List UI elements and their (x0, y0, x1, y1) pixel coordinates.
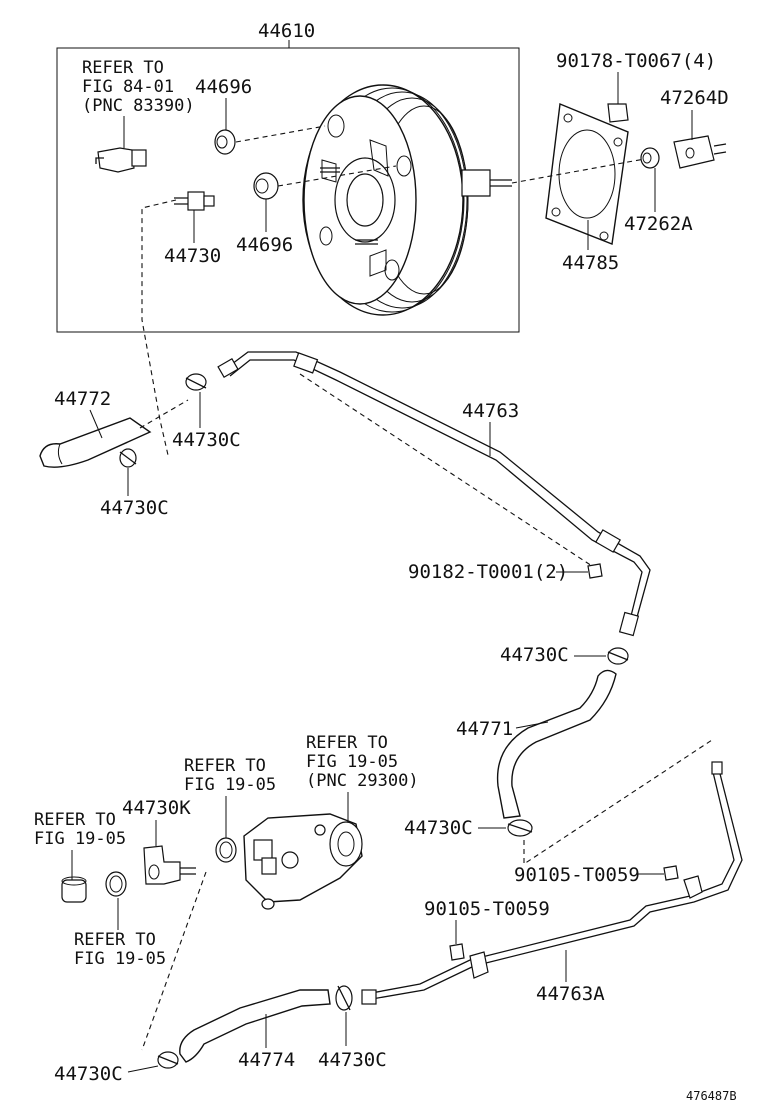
check-valve-44730 (174, 191, 215, 211)
ref-note-fig-19-05-oring: REFER TO FIG 19-05 (184, 756, 276, 795)
nut-90178 (607, 103, 629, 123)
hose-44774 (179, 989, 331, 1063)
part-label-44730C-d: 44730C (404, 817, 473, 839)
part-label-44696-upper: 44696 (195, 76, 252, 98)
dashed-route-check-valve (141, 199, 177, 456)
svg-text:REFER TO: REFER TO (82, 58, 164, 78)
hose-44772 (39, 417, 152, 468)
ref-note-fig-19-05-washer: REFER TO FIG 19-05 (74, 930, 166, 969)
leader-44772 (89, 409, 103, 439)
clip-44730C-d (507, 819, 533, 837)
grommet-44696-upper (214, 125, 326, 155)
booster-assembly-box (56, 40, 520, 333)
part-label-90105-right: 90105-T0059 (514, 864, 640, 886)
clamp-90105-right (663, 865, 679, 881)
part-label-44774: 44774 (238, 1049, 295, 1071)
dashed-route-hose-pipe (523, 739, 713, 866)
brake-booster-illustration (302, 84, 512, 316)
clevis-47264D (673, 135, 727, 169)
gasket-44785 (545, 103, 629, 245)
svg-text:REFER TO: REFER TO (306, 733, 388, 753)
svg-text:REFER TO: REFER TO (34, 810, 116, 830)
svg-text:(PNC 83390): (PNC 83390) (82, 96, 195, 116)
part-label-44730K: 44730K (122, 797, 191, 819)
part-label-44772: 44772 (54, 388, 111, 410)
part-label-44763: 44763 (462, 400, 519, 422)
clip-44730C-a (185, 373, 207, 391)
part-label-44785: 44785 (562, 252, 619, 274)
part-label-47262A: 47262A (624, 213, 693, 235)
dashed-route-clamp (299, 373, 593, 567)
part-label-44730C-c: 44730C (500, 644, 569, 666)
vacuum-pump-illustration (243, 813, 363, 910)
clip-44730C-b (119, 448, 137, 468)
clip-44730C-f (157, 1051, 179, 1069)
part-label-44730C-a: 44730C (172, 429, 241, 451)
leader-44771 (515, 721, 549, 729)
o-ring-illustration (215, 837, 237, 863)
part-label-90178: 90178-T0067(4) (556, 50, 716, 72)
part-label-47264D: 47264D (660, 87, 729, 109)
clamp-90105-left (449, 943, 465, 961)
clip-44730C-c (607, 647, 629, 665)
vacuum-pipe-44763A (361, 761, 743, 1005)
vacuum-pipe-44763 (217, 351, 651, 637)
dashed-route-union (141, 871, 207, 1051)
svg-text:(PNC 29300): (PNC 29300) (306, 771, 419, 791)
hose-44771 (496, 669, 617, 819)
clip-44730C-e (335, 985, 353, 1011)
washer-illustration (105, 871, 127, 897)
union-44730K (143, 845, 196, 885)
svg-text:FIG 19-05: FIG 19-05 (34, 829, 126, 849)
svg-text:FIG 19-05: FIG 19-05 (74, 949, 166, 969)
part-label-44730C-e: 44730C (318, 1049, 387, 1071)
dashed-hose-to-clip (139, 399, 189, 429)
part-label-90105-left: 90105-T0059 (424, 898, 550, 920)
ref-note-fig-84-01: REFER TO FIG 84-01 (PNC 83390) (82, 58, 195, 116)
svg-text:REFER TO: REFER TO (184, 756, 266, 776)
cap-illustration (61, 876, 87, 903)
svg-text:FIG 19-05: FIG 19-05 (306, 752, 398, 772)
diagram-code: 476487B (686, 1089, 737, 1103)
ref-note-fig-19-05-cap: REFER TO FIG 19-05 (34, 810, 126, 849)
grommet-44696-lower (253, 165, 397, 200)
clevis-pin-47262A (640, 147, 660, 169)
svg-text:FIG 84-01: FIG 84-01 (82, 77, 174, 97)
svg-text:REFER TO: REFER TO (74, 930, 156, 950)
part-label-90182: 90182-T0001(2) (408, 561, 568, 583)
clamp-90182 (587, 563, 603, 579)
ref-note-fig-19-05-pnc: REFER TO FIG 19-05 (PNC 29300) (306, 733, 419, 791)
vacuum-sensor-illustration (95, 147, 147, 173)
leader-44730C-f (127, 1065, 159, 1073)
part-label-44730C-f: 44730C (54, 1063, 123, 1085)
part-label-44771: 44771 (456, 718, 513, 740)
svg-text:FIG 19-05: FIG 19-05 (184, 775, 276, 795)
part-label-44730: 44730 (164, 245, 221, 267)
part-label-44763A: 44763A (536, 983, 605, 1005)
part-label-44730C-b: 44730C (100, 497, 169, 519)
part-label-44610: 44610 (258, 20, 315, 42)
part-label-44696-lower: 44696 (236, 234, 293, 256)
